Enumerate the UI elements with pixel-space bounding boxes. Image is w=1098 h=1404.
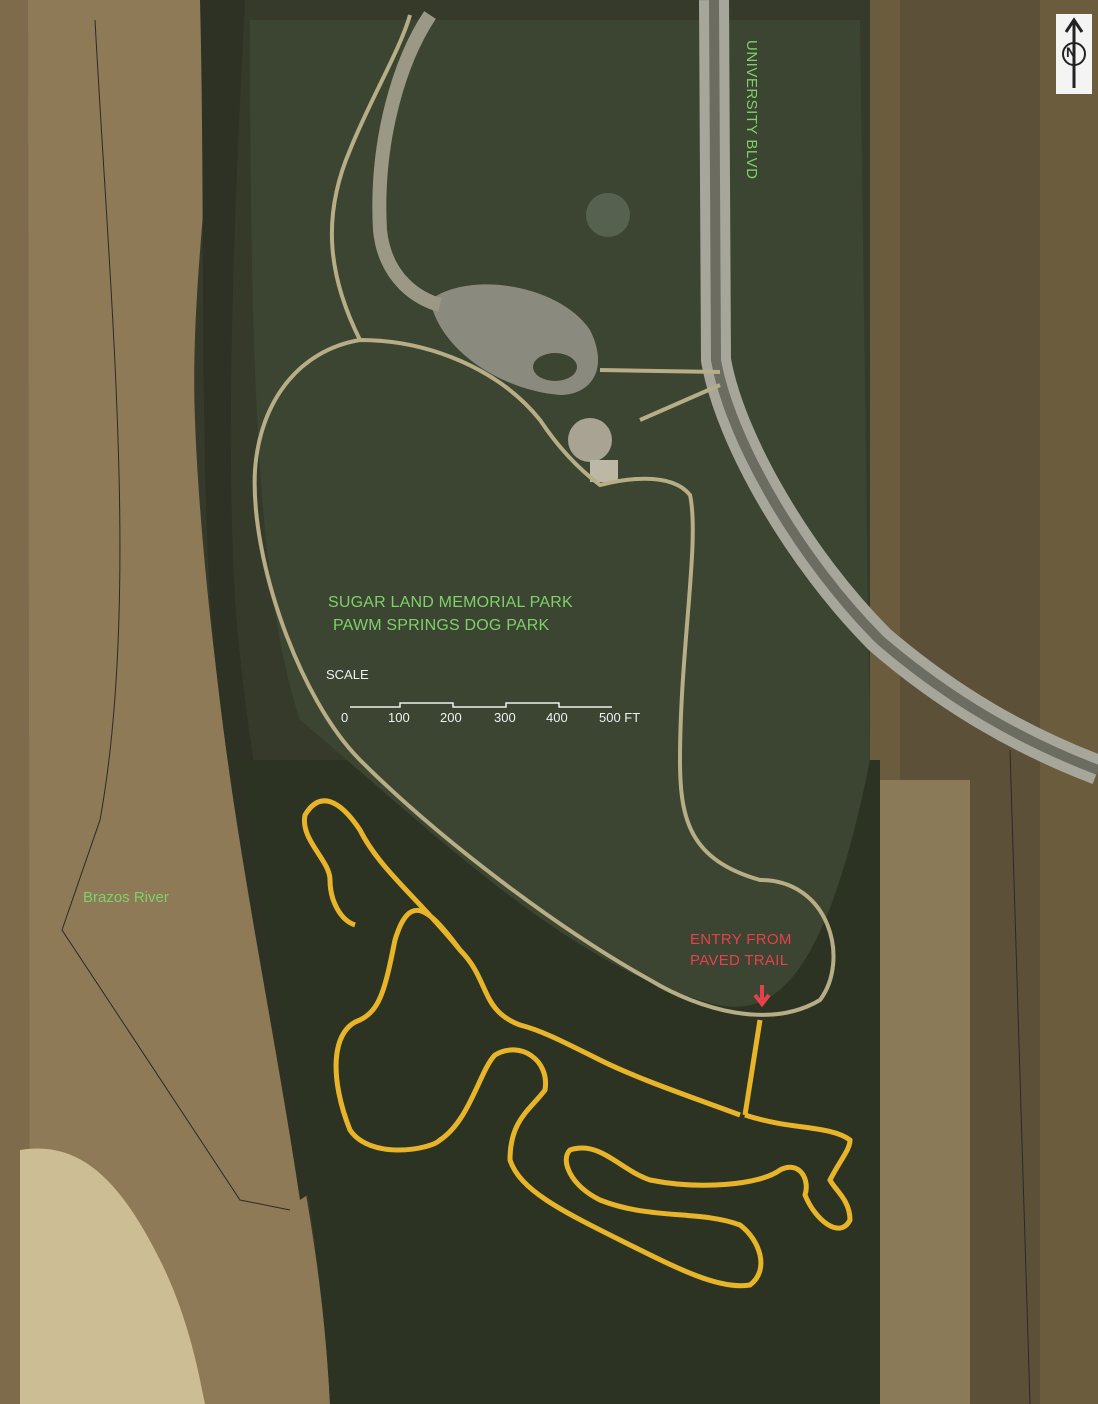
scale-tick: 300: [494, 710, 516, 725]
scale-tick: 400: [546, 710, 568, 725]
scale-tick: 100: [388, 710, 410, 725]
park-title-line2: PAWM SPRINGS DOG PARK: [333, 617, 550, 634]
park-title-line1: SUGAR LAND MEMORIAL PARK: [328, 594, 573, 611]
north-label: N: [1066, 44, 1077, 60]
river-label: Brazos River: [83, 889, 169, 906]
scale-title: SCALE: [326, 667, 369, 682]
scale-tick: 200: [440, 710, 462, 725]
scale-tick: 0: [341, 710, 349, 725]
north-arrow-icon: [1056, 14, 1092, 94]
entry-label-line2: PAVED TRAIL: [690, 952, 789, 969]
scale-tick: 500 FT: [599, 710, 641, 725]
scale-bar: [350, 702, 612, 708]
entry-label-line1: ENTRY FROM: [690, 931, 792, 948]
road-label: UNIVERSITY BLVD: [743, 40, 760, 180]
entry-arrow-icon: [753, 985, 771, 1008]
